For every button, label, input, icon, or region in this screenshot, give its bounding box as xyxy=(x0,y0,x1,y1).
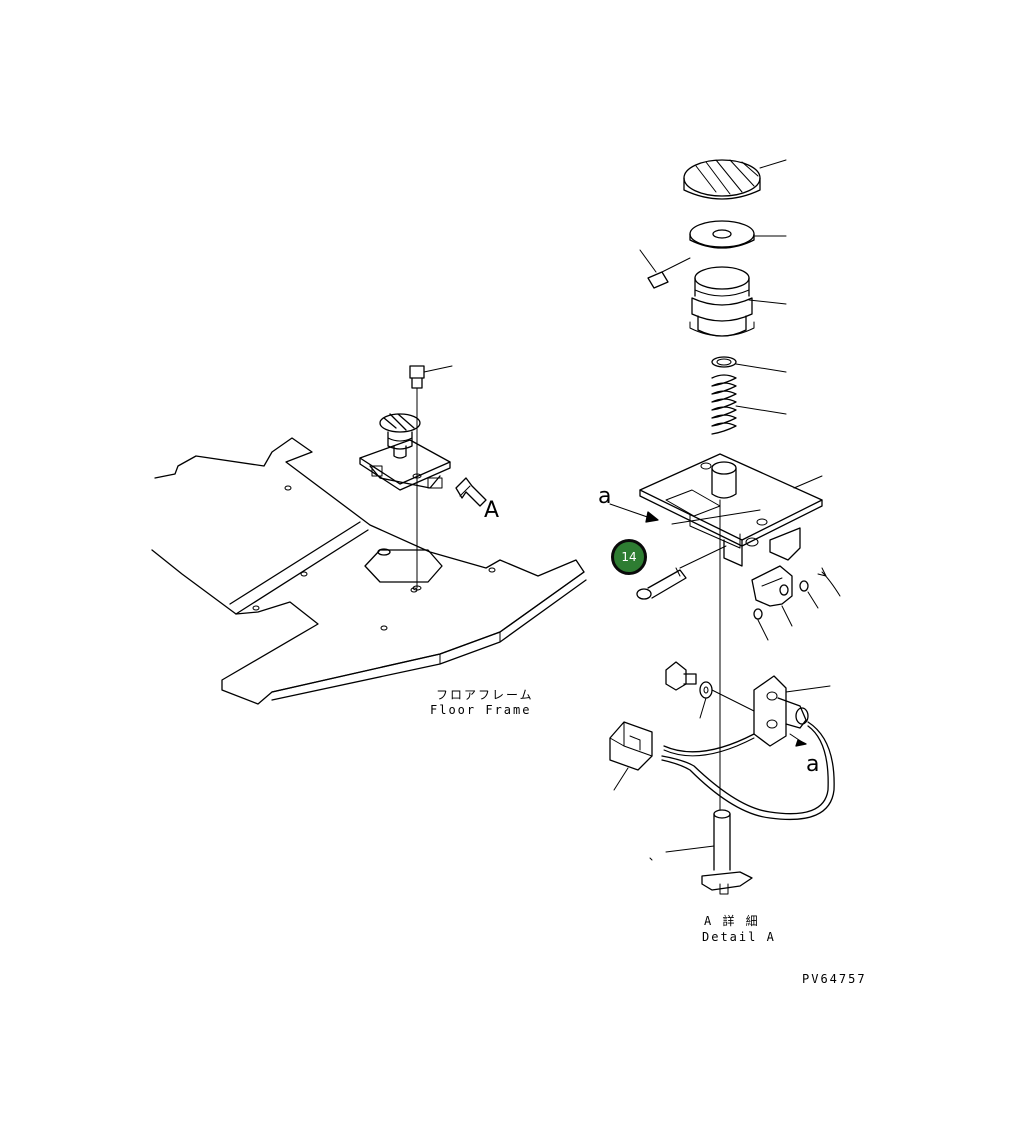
section-arrow-top xyxy=(609,503,761,525)
spring xyxy=(711,374,787,435)
pedal-washer xyxy=(689,220,787,249)
drawing-number: PV64757 xyxy=(802,972,867,986)
section-a-label-top: a xyxy=(598,484,612,509)
view-a-label: A xyxy=(484,498,500,523)
view-arrow xyxy=(455,477,487,507)
roll-pin xyxy=(639,249,691,289)
o-ring xyxy=(711,356,787,373)
connector xyxy=(609,721,653,791)
pedal-shaft xyxy=(649,809,753,895)
floor-frame-label-jp: フロアフレーム xyxy=(436,688,534,702)
stopper-bolt xyxy=(665,661,757,719)
pedal-pad xyxy=(683,159,787,200)
detail-a-label-en: Detail A xyxy=(702,930,776,944)
pedal-assembly-overview xyxy=(359,365,453,591)
section-a-label-bottom: a xyxy=(806,752,820,777)
pedal-boot xyxy=(689,266,787,337)
floor-frame-plate xyxy=(151,437,587,705)
mounting-plate xyxy=(639,453,823,567)
switch-bracket xyxy=(751,565,841,641)
detail-a-label-jp: A 詳 細 xyxy=(704,914,760,928)
floor-frame-label-en: Floor Frame xyxy=(430,703,532,717)
clevis-pin xyxy=(636,545,727,600)
part-callout-14[interactable]: 14 xyxy=(611,539,647,575)
pedal-switch xyxy=(753,675,831,747)
wire-harness xyxy=(661,721,835,821)
